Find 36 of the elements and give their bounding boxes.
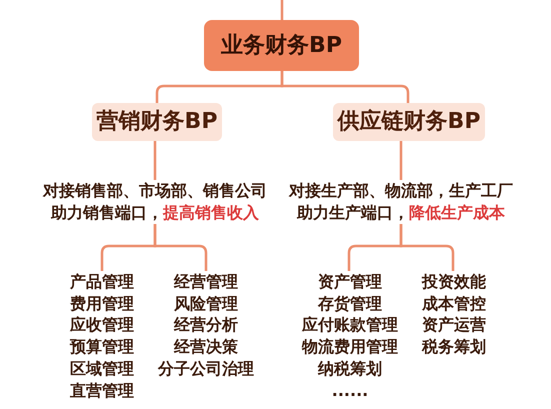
list-item-text: 经营管理 [174,271,238,293]
connector-line [280,0,284,20]
description-text: 助力销售端口，提高销售收入 [51,202,259,224]
list-item-text: 资产运营 [422,314,486,336]
list-item-text: 分子公司治理 [158,358,254,380]
node-label: 业务财务BP [221,32,342,60]
list-item-text: 纳税筹划 [318,358,382,380]
list-item-text: 成本管控 [422,292,486,314]
list-item-text: 投资效能 [422,271,486,293]
process-box [204,20,359,71]
list-item-text: 经营决策 [174,336,238,358]
highlight-box [92,103,222,141]
list-item-text: 应收管理 [70,314,134,336]
list-item-text: ...... [332,380,368,402]
list-item-text: 预算管理 [70,336,134,358]
list-item-text: 产品管理 [70,271,134,293]
list-item-text: 存货管理 [318,292,382,314]
connector-line [154,224,208,271]
list-item-text: 直营管理 [70,380,134,402]
list-item-text: 应付账款管理 [302,314,398,336]
list-item-text: 风险管理 [174,292,238,314]
list-item-text: 费用管理 [70,292,134,314]
connector-line [400,224,454,271]
heading-text: 供应链财务BP [338,108,480,136]
list-item-text: 经营分析 [174,314,238,336]
list-item-text: 税务筹划 [422,336,486,358]
highlight-box [333,103,485,141]
list-item-text: 物流费用管理 [302,336,398,358]
connector-line [154,141,156,180]
list-item-text: 区域管理 [70,358,134,380]
heading-text: 营销财务BP [96,108,218,136]
connector-line [400,141,402,180]
description-text: 助力生产端口，降低生产成本 [297,202,505,224]
list-item-text: 资产管理 [318,271,382,293]
description-text: 对接生产部、物流部，生产工厂 [289,180,513,202]
description-text: 对接销售部、市场部、销售公司 [43,180,267,202]
